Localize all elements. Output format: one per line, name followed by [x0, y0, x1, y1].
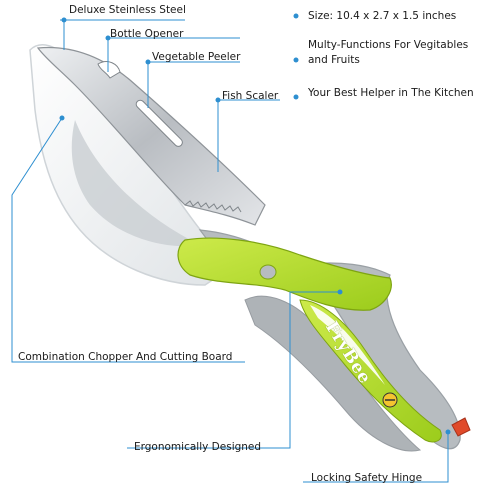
label-hinge: Locking Safety Hinge: [311, 472, 423, 484]
bottle-opener-notch: [97, 61, 121, 79]
hinge-lock: [451, 417, 471, 437]
blade-serration: [184, 200, 242, 213]
handle-grip-lower: [244, 295, 422, 452]
label-size: Size: 10.4 x 2.7 x 1.5 inches: [308, 10, 457, 22]
board-insert: [71, 120, 200, 247]
label-steel: Deluxe Steinless Steel: [69, 4, 186, 16]
label-fish-scaler: Fish Scaler: [222, 90, 279, 102]
label-bottle-opener: Bottle Opener: [110, 28, 184, 40]
handle-hole: [259, 264, 277, 280]
peeler-slot: [135, 99, 183, 147]
label-peeler: Vegetable Peeler: [152, 51, 241, 63]
label-multi-line-1: Multy-Functions For Vegitables: [308, 39, 469, 51]
label-helper: Your Best Helper in The Kitchen: [308, 87, 474, 99]
label-multi-line-2: and Fruits: [308, 54, 360, 66]
steel-blade: [36, 46, 266, 226]
label-multi-functions: Multy-Functions For Vegitables and Fruit…: [308, 38, 493, 68]
finger-channel: [310, 305, 385, 385]
label-chopper: Combination Chopper And Cutting Board: [18, 351, 233, 363]
label-ergonomic: Ergonomically Designed: [134, 441, 262, 453]
handle-green-lower: [299, 299, 442, 443]
